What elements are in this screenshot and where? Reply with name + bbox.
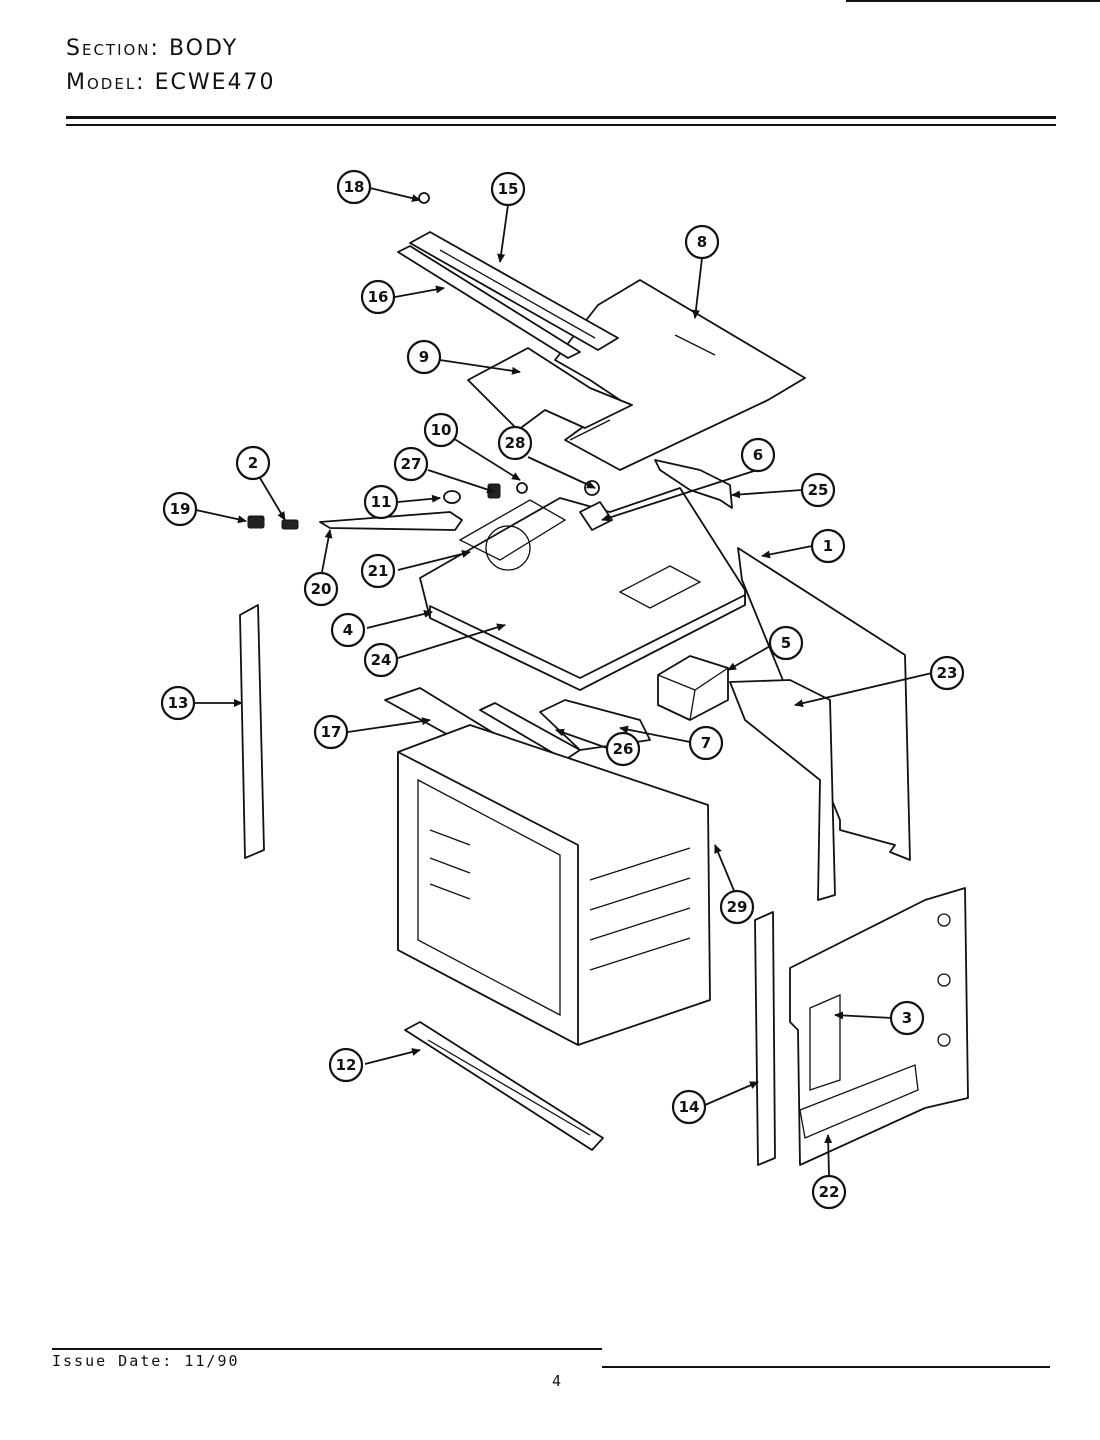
header-rule-bottom [66,124,1056,126]
callout-16: 16 [360,279,396,315]
callout-13-label: 13 [168,694,189,712]
footer-rule-left [52,1348,602,1350]
callout-18: 18 [336,169,372,205]
part-junction-block [657,655,729,721]
callout-20: 20 [303,571,339,607]
callout-3-label: 3 [902,1009,912,1027]
callout-17: 17 [313,714,349,750]
callout-18-label: 18 [344,178,365,196]
callout-11-label: 11 [371,493,392,511]
callout-21: 21 [360,553,396,589]
part-channel-rail [397,245,581,359]
callout-4: 4 [330,612,366,648]
callout-28-label: 28 [505,434,526,452]
callout-7: 7 [688,725,724,761]
part-vent-strip [409,231,619,351]
callout-10-label: 10 [431,421,452,439]
callout-12: 12 [328,1047,364,1083]
callout-20-label: 20 [311,580,332,598]
callout-17-label: 17 [321,723,342,741]
part-base-plate [419,487,746,691]
callout-12-label: 12 [336,1056,357,1074]
callout-2-label: 2 [248,454,258,472]
part-oven-cavity [397,724,711,1046]
section-value: BODY [168,36,239,61]
callout-6-label: 6 [753,446,763,464]
callout-26-label: 26 [613,740,634,758]
callout-25-label: 25 [808,481,829,499]
callout-6: 6 [740,437,776,473]
callout-15: 15 [490,171,526,207]
callout-29: 29 [719,889,755,925]
section-key: Section: [66,36,160,61]
model-value: ECWE470 [154,70,276,95]
part-bottom-rail [404,1021,604,1151]
callout-9: 9 [406,339,442,375]
section-label: Section: BODY [66,36,238,61]
callout-28: 28 [497,425,533,461]
callout-11: 11 [363,484,399,520]
part-side-insulation [729,679,836,901]
callout-27-label: 27 [401,455,422,473]
model-key: Model: [66,70,146,95]
part-bracket-25 [654,459,733,509]
callout-15-label: 15 [498,180,519,198]
callout-3: 3 [889,1000,925,1036]
corner-rule [846,0,1100,2]
callout-5: 5 [768,625,804,661]
issue-date: Issue Date: 11/90 [52,1352,240,1370]
callout-22: 22 [811,1174,847,1210]
part-control-bracket [789,887,969,1166]
part-rod-assembly [247,511,463,531]
callout-29-label: 29 [727,898,748,916]
callout-26: 26 [605,731,641,767]
page-number: 4 [552,1372,562,1390]
part-side-rail-right [754,911,776,1166]
callout-14: 14 [671,1089,707,1125]
callout-1-label: 1 [823,537,833,555]
callout-27: 27 [393,446,429,482]
callout-5-label: 5 [781,634,791,652]
callout-9-label: 9 [419,348,429,366]
callout-1: 1 [810,528,846,564]
callout-19: 19 [162,491,198,527]
part-small-plate [467,347,633,431]
callout-21-label: 21 [368,562,389,580]
callout-23: 23 [929,655,965,691]
part-side-rail-left [239,604,265,859]
callout-24-label: 24 [371,651,392,669]
callout-10: 10 [423,412,459,448]
callout-13: 13 [160,685,196,721]
callout-19-label: 19 [170,500,191,518]
callout-2: 2 [235,445,271,481]
footer-rule-right [602,1366,1050,1368]
part-top-panel [554,279,806,471]
callout-7-label: 7 [701,734,711,752]
model-label: Model: ECWE470 [66,70,276,95]
callout-8: 8 [684,224,720,260]
callout-8-label: 8 [697,233,707,251]
callout-14-label: 14 [679,1098,700,1116]
callout-25: 25 [800,472,836,508]
leader-lines [195,187,933,1176]
callout-23-label: 23 [937,664,958,682]
callout-16-label: 16 [368,288,389,306]
header-rule-top [66,116,1056,119]
callout-4-label: 4 [343,621,353,639]
callout-22-label: 22 [819,1183,840,1201]
callout-24: 24 [363,642,399,678]
